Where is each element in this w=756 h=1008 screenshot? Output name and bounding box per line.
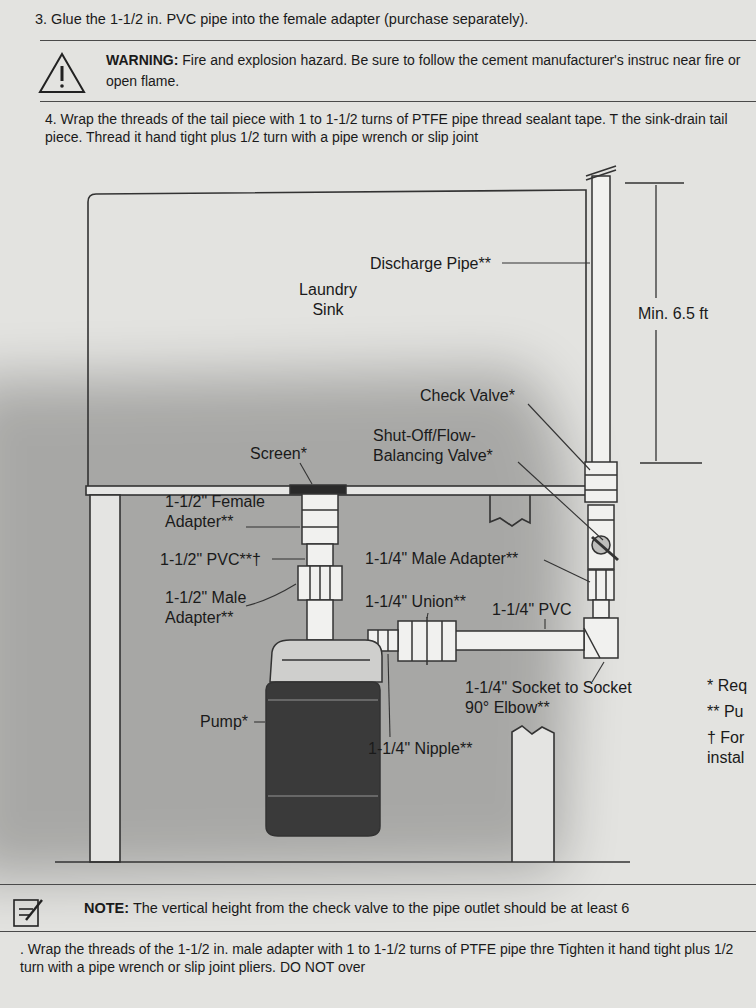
laundry-sink xyxy=(55,190,630,862)
part-label: 1-1/4" Union** xyxy=(365,592,485,612)
note-heading: NOTE: xyxy=(84,900,129,916)
footnote-marker: ** Pu xyxy=(707,702,755,722)
instruction-step: . Wrap the threads of the 1-1/2 in. male… xyxy=(20,940,750,976)
warning-text: Fire and explosion hazard. Be sure to fo… xyxy=(106,52,741,89)
part-label: 1-1/4" Male Adapter** xyxy=(365,549,550,569)
part-label: Check Valve* xyxy=(420,386,530,406)
pump-assembly xyxy=(266,485,382,836)
warning-band: WARNING: Fire and explosion hazard. Be s… xyxy=(40,40,756,102)
part-label: 1-1/2" Female Adapter** xyxy=(165,492,303,532)
note-icon xyxy=(14,900,42,926)
instruction-step: 4. Wrap the threads of the tail piece wi… xyxy=(45,110,750,146)
part-label: Pump* xyxy=(200,712,255,732)
footnote-marker: * Req xyxy=(707,676,755,696)
dimension-label: Min. 6.5 ft xyxy=(638,304,738,324)
part-label: Shut-Off/Flow- Balancing Valve* xyxy=(373,426,513,466)
instruction-step: 3. Glue the 1-1/2 in. PVC pipe into the … xyxy=(35,10,750,28)
note-text: The vertical height from the check valve… xyxy=(133,900,630,916)
part-label: Discharge Pipe** xyxy=(370,254,500,274)
part-label: 1-1/2" Male Adapter** xyxy=(165,588,285,628)
discharge-assembly xyxy=(368,166,618,665)
warning-heading: WARNING: xyxy=(106,52,178,68)
part-label: Laundry Sink xyxy=(287,280,369,320)
photo-shadow xyxy=(0,370,571,880)
footnote-marker: † For instal xyxy=(707,728,755,768)
part-label: 1-1/4" PVC xyxy=(492,600,582,620)
leader-lines xyxy=(246,263,604,741)
part-label: 1-1/4" Nipple** xyxy=(368,739,508,759)
note-band: NOTE: The vertical height from the check… xyxy=(0,884,756,932)
part-label: 1-1/4" Socket to Socket 90° Elbow** xyxy=(465,678,635,718)
part-label: Screen* xyxy=(250,444,320,464)
warning-icon xyxy=(40,54,84,92)
dimension-line xyxy=(625,183,702,463)
part-label: 1-1/2" PVC**† xyxy=(160,550,280,570)
